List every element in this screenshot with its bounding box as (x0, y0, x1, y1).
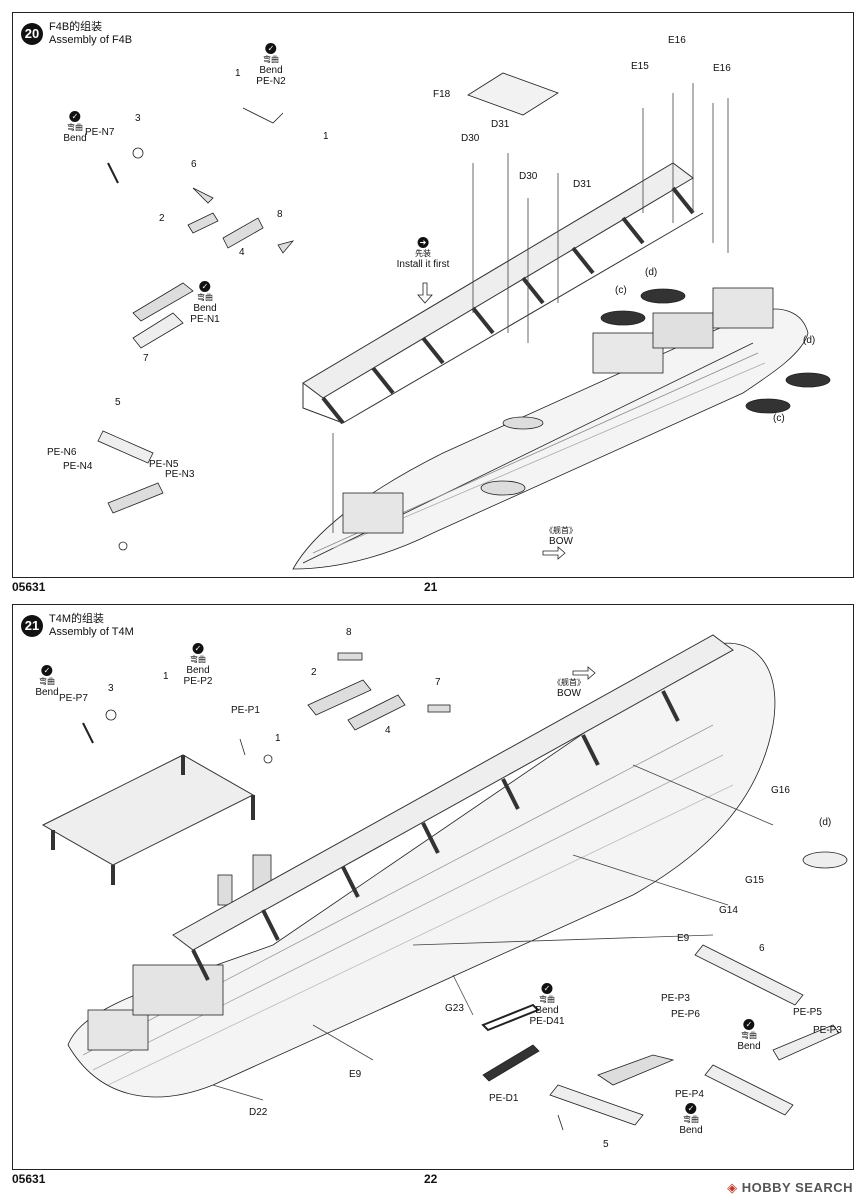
page-number: 21 (424, 580, 438, 594)
bend-icon: ✓ (41, 665, 53, 676)
part-label-pe-d41: PE-D41 (529, 1016, 565, 1027)
part-label-e16: E16 (668, 35, 686, 46)
part-label-2: 2 (311, 667, 317, 678)
part-label-7: 7 (143, 353, 149, 364)
bend-icon: ✓ (192, 643, 204, 654)
part-label-d31: D31 (491, 119, 510, 130)
part-label-pe-p1: PE-P1 (231, 705, 260, 716)
part-label-g23: G23 (445, 1003, 464, 1014)
part-label-8: 8 (277, 209, 283, 220)
bend-note-p2: ✓ 弯曲 Bend PE-P2 (183, 643, 213, 687)
bend-icon: ✓ (541, 983, 553, 994)
product-code: 05631 (12, 1172, 46, 1186)
part-label-e9: E9 (349, 1069, 362, 1080)
bend-note-p4: ✓ 弯曲 Bend (679, 1103, 703, 1136)
part-label-e16: E16 (713, 63, 731, 74)
part-label-6: 6 (759, 943, 765, 954)
part-label-2: 2 (159, 213, 165, 224)
part-label-pe-n1: PE-N1 (190, 314, 220, 325)
bend-icon: ✓ (199, 281, 211, 292)
part-label-8: 8 (346, 627, 352, 638)
step-21-panel: 21 T4M的组装 Assembly of T4M (12, 604, 854, 1170)
ship-diagram-20 (97, 72, 831, 570)
watermark: ◈ HOBBY SEARCH (727, 1180, 853, 1195)
part-label-pe-p3: PE-P3 (661, 993, 690, 1004)
product-code: 05631 (12, 580, 46, 594)
part-label-1: 1 (163, 671, 169, 682)
part-label-pe-p3: PE-P3 (813, 1025, 842, 1036)
part-label-3: 3 (135, 113, 141, 124)
part-label-pe-n2: PE-N2 (256, 76, 286, 87)
part-label-c: (c) (615, 285, 627, 296)
part-label-pe-p5: PE-P5 (793, 1007, 822, 1018)
part-label-d30: D30 (461, 133, 480, 144)
bend-note-d41: ✓ 弯曲 Bend PE-D41 (529, 983, 565, 1027)
part-label-1: 1 (235, 68, 241, 79)
step-title-cn: T4M的组装 (49, 613, 104, 625)
part-label-d31: D31 (573, 179, 592, 190)
part-label-d: (d) (803, 335, 816, 346)
part-label-pe-p6: PE-P6 (671, 1009, 700, 1020)
part-label-e15: E15 (631, 61, 649, 72)
ship-diagram-21 (41, 634, 848, 1131)
part-label-e9: E9 (677, 933, 690, 944)
part-label-3: 3 (108, 683, 114, 694)
part-label-pe-p7: PE-P7 (59, 693, 88, 704)
part-label-5: 5 (603, 1139, 609, 1150)
watermark-logo-icon: ◈ (727, 1180, 738, 1195)
bow-label: 《舰首》 BOW (545, 526, 577, 547)
bend-note-p7: ✓ 弯曲 Bend (35, 665, 59, 698)
bend-icon: ✓ (265, 43, 277, 54)
step-number: 20 (21, 23, 43, 45)
part-label-4: 4 (239, 247, 245, 258)
bend-note-p5: ✓ 弯曲 Bend (737, 1019, 761, 1052)
part-label-4: 4 (385, 725, 391, 736)
part-label-pe-n6: PE-N6 (47, 447, 77, 458)
part-label-pe-n7: PE-N7 (85, 127, 115, 138)
part-label-c: (c) (773, 413, 785, 424)
step-title: F4B的组装 Assembly of F4B (49, 21, 132, 47)
bend-icon: ✓ (69, 111, 81, 122)
part-label-d30: D30 (519, 171, 538, 182)
install-first-icon: ➜ (417, 237, 429, 248)
bend-icon: ✓ (685, 1103, 697, 1114)
part-label-d: (d) (819, 817, 832, 828)
part-label-7: 7 (435, 677, 441, 688)
part-label-pe-d1: PE-D1 (489, 1093, 519, 1104)
bow-label: 《舰首》 BOW (553, 678, 585, 699)
step-title-en: Assembly of F4B (49, 34, 133, 46)
part-label-g16: G16 (771, 785, 790, 796)
bend-icon: ✓ (743, 1019, 755, 1030)
step-number: 21 (21, 615, 43, 637)
step-title-cn: F4B的组装 (49, 21, 103, 33)
bend-note-n2: ✓ 弯曲 Bend PE-N2 (256, 43, 286, 87)
part-label-6: 6 (191, 159, 197, 170)
part-label-5: 5 (115, 397, 121, 408)
part-label-1: 1 (275, 733, 281, 744)
bend-note-n1: ✓ 弯曲 Bend PE-N1 (190, 281, 220, 325)
part-label-d22: D22 (249, 1107, 268, 1118)
part-label-d: (d) (645, 267, 658, 278)
install-first-note: ➜ 先装 Install it first (396, 237, 450, 270)
part-label-g14: G14 (719, 905, 738, 916)
part-label-g15: G15 (745, 875, 764, 886)
step-20-panel: 20 F4B的组装 Assembly of F4B (12, 12, 854, 578)
part-label-1: 1 (323, 131, 329, 142)
part-label-pe-p2: PE-P2 (183, 676, 213, 687)
bend-note-n7: ✓ 弯曲 Bend (63, 111, 87, 144)
part-label-pe-n3: PE-N3 (165, 469, 195, 480)
part-label-pe-n5: PE-N5 (149, 459, 179, 470)
part-label-pe-n4: PE-N4 (63, 461, 93, 472)
step-title: T4M的组装 Assembly of T4M (49, 613, 134, 639)
part-label-pe-p4: PE-P4 (675, 1089, 704, 1100)
page-number: 22 (424, 1172, 438, 1186)
step-title-en: Assembly of T4M (49, 626, 134, 638)
part-label-f18: F18 (433, 89, 451, 100)
